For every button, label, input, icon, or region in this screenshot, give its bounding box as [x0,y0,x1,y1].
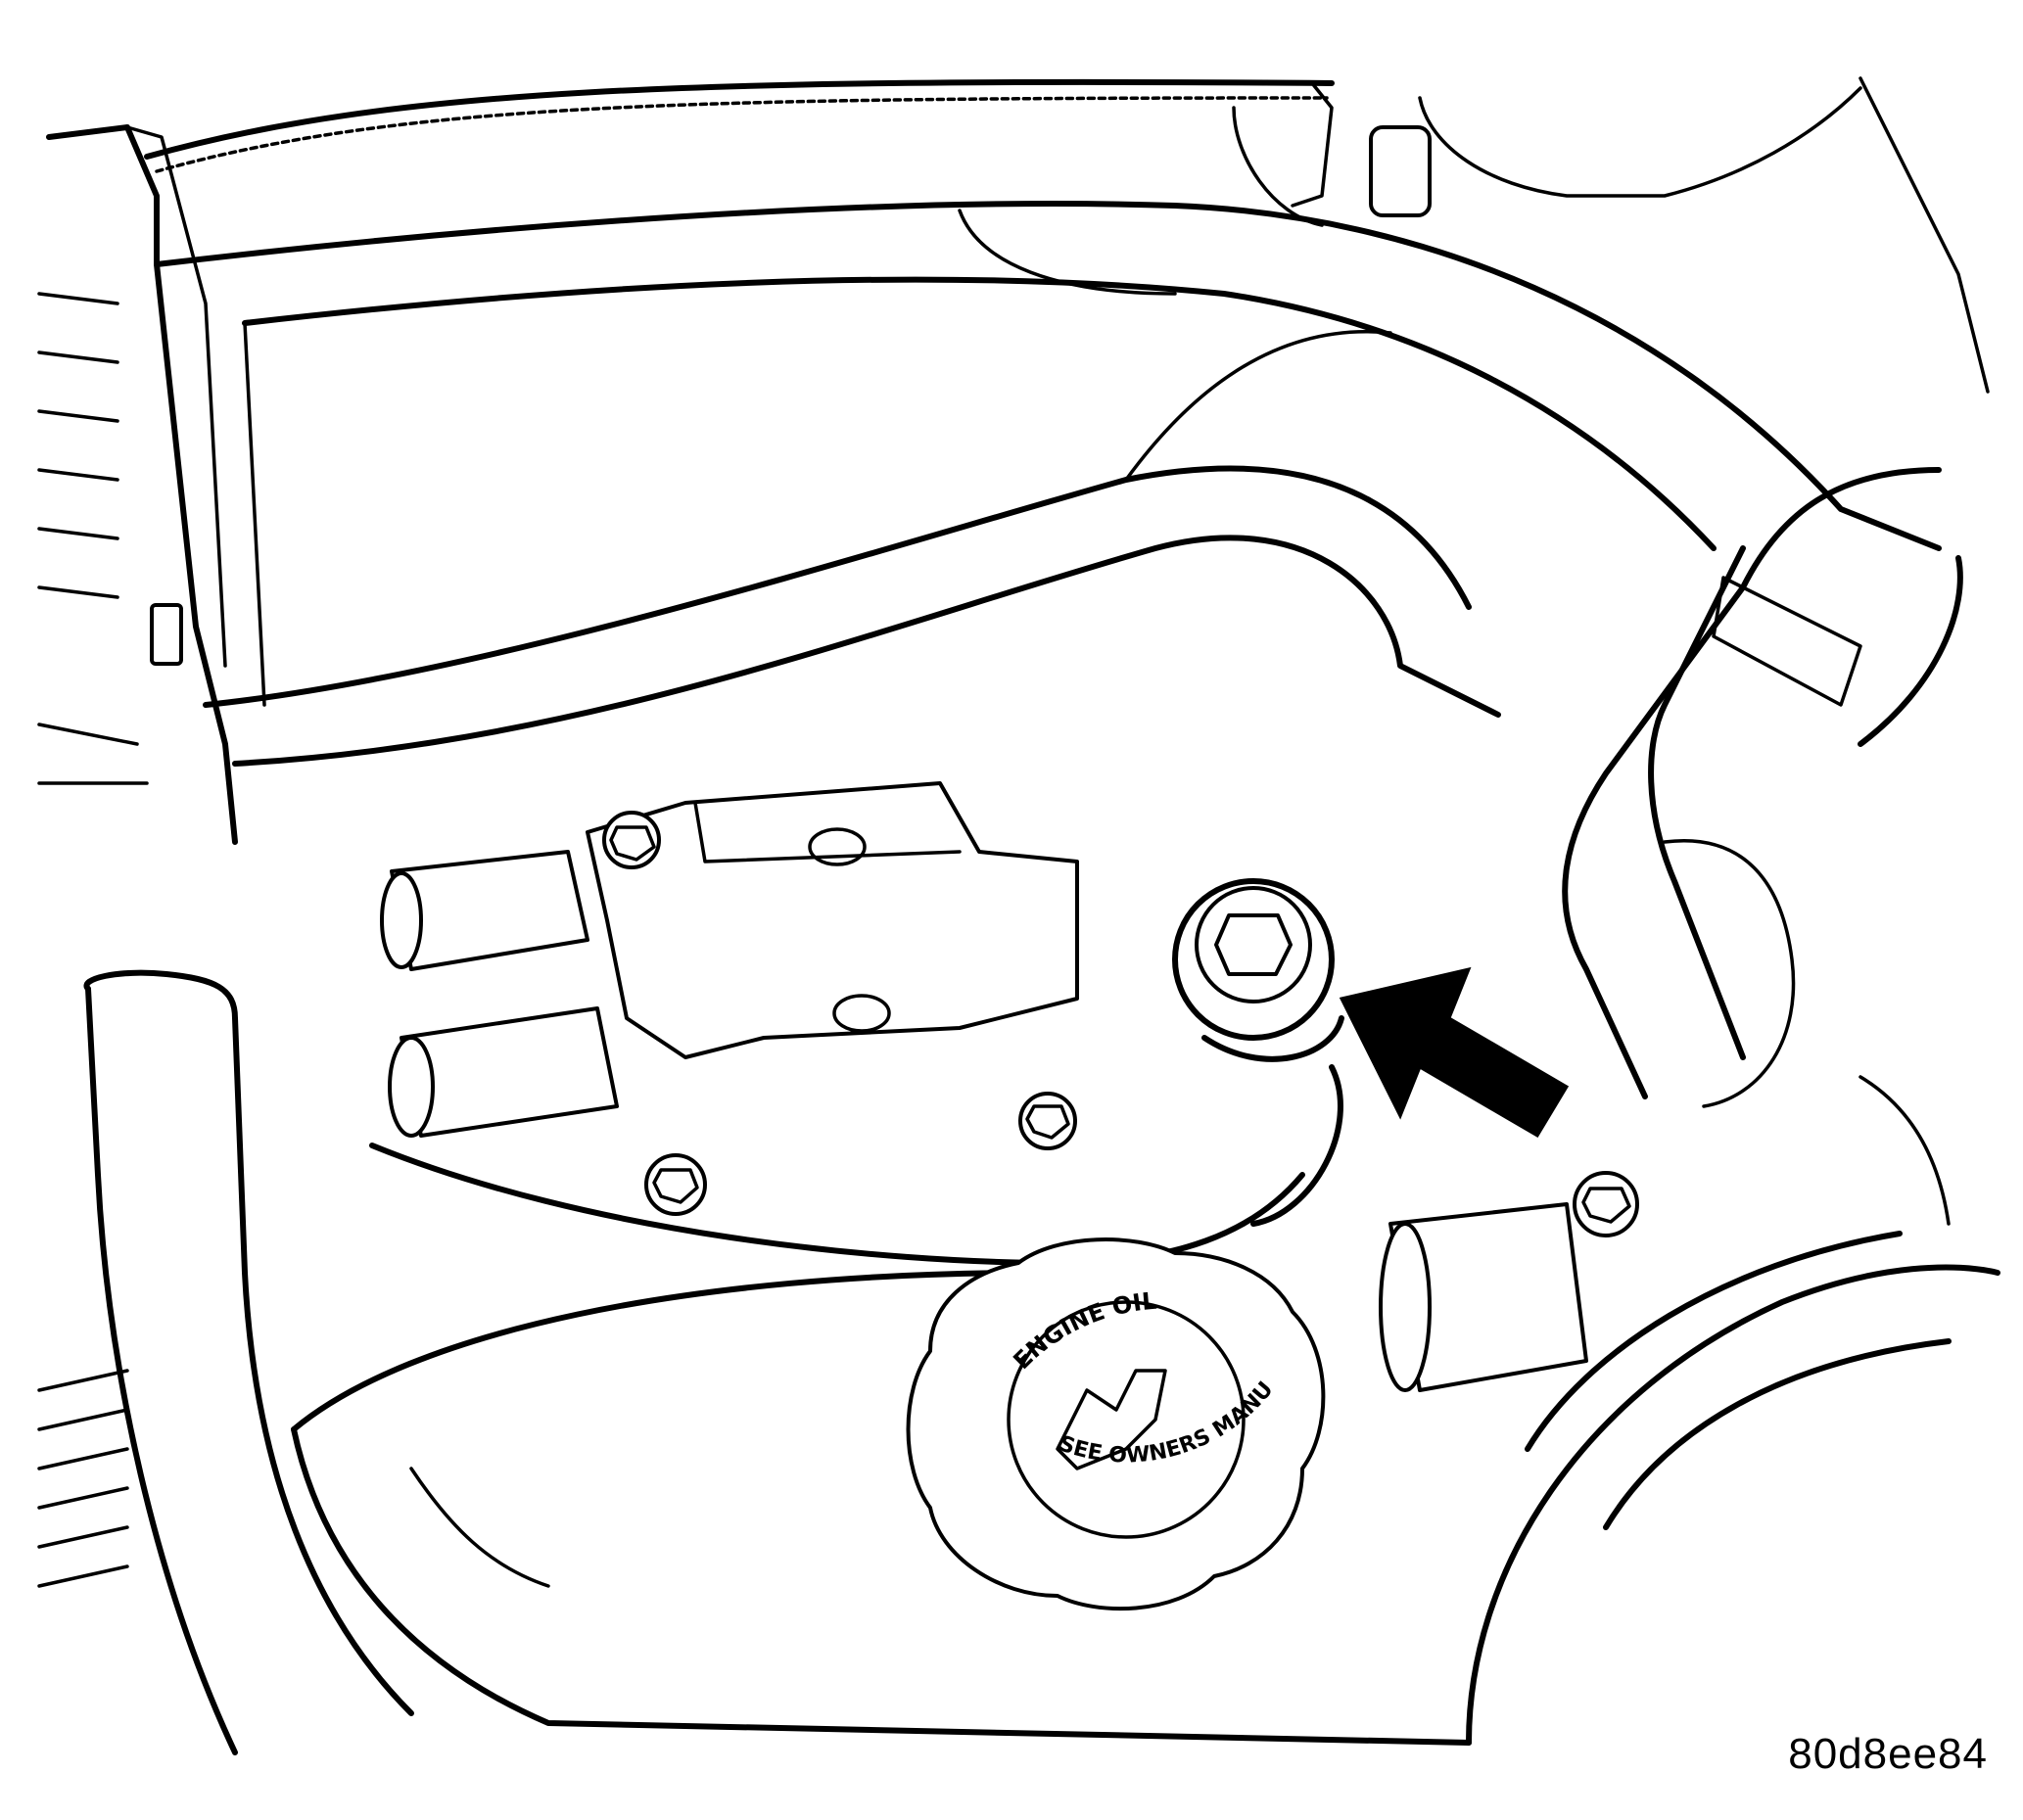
left-frame [37,124,238,845]
top-wire-harness [144,78,1335,208]
oil-filler-cap: ENGINE OIL SEE OWNERS MANUAL [0,0,1326,1611]
ground-bolt [1172,878,1344,1227]
valve-cover [291,1143,1472,1746]
figure-id-label: 80d8ee84 [1788,1730,1988,1778]
background-details [1232,76,1990,1226]
intake-manifold [154,201,1942,767]
indicator-arrow [1339,966,1570,1139]
right-hose [1562,467,1963,1099]
ignition-coil-pack [380,781,1079,1216]
air-cleaner [1379,1171,2000,1746]
left-hose [37,969,414,1755]
